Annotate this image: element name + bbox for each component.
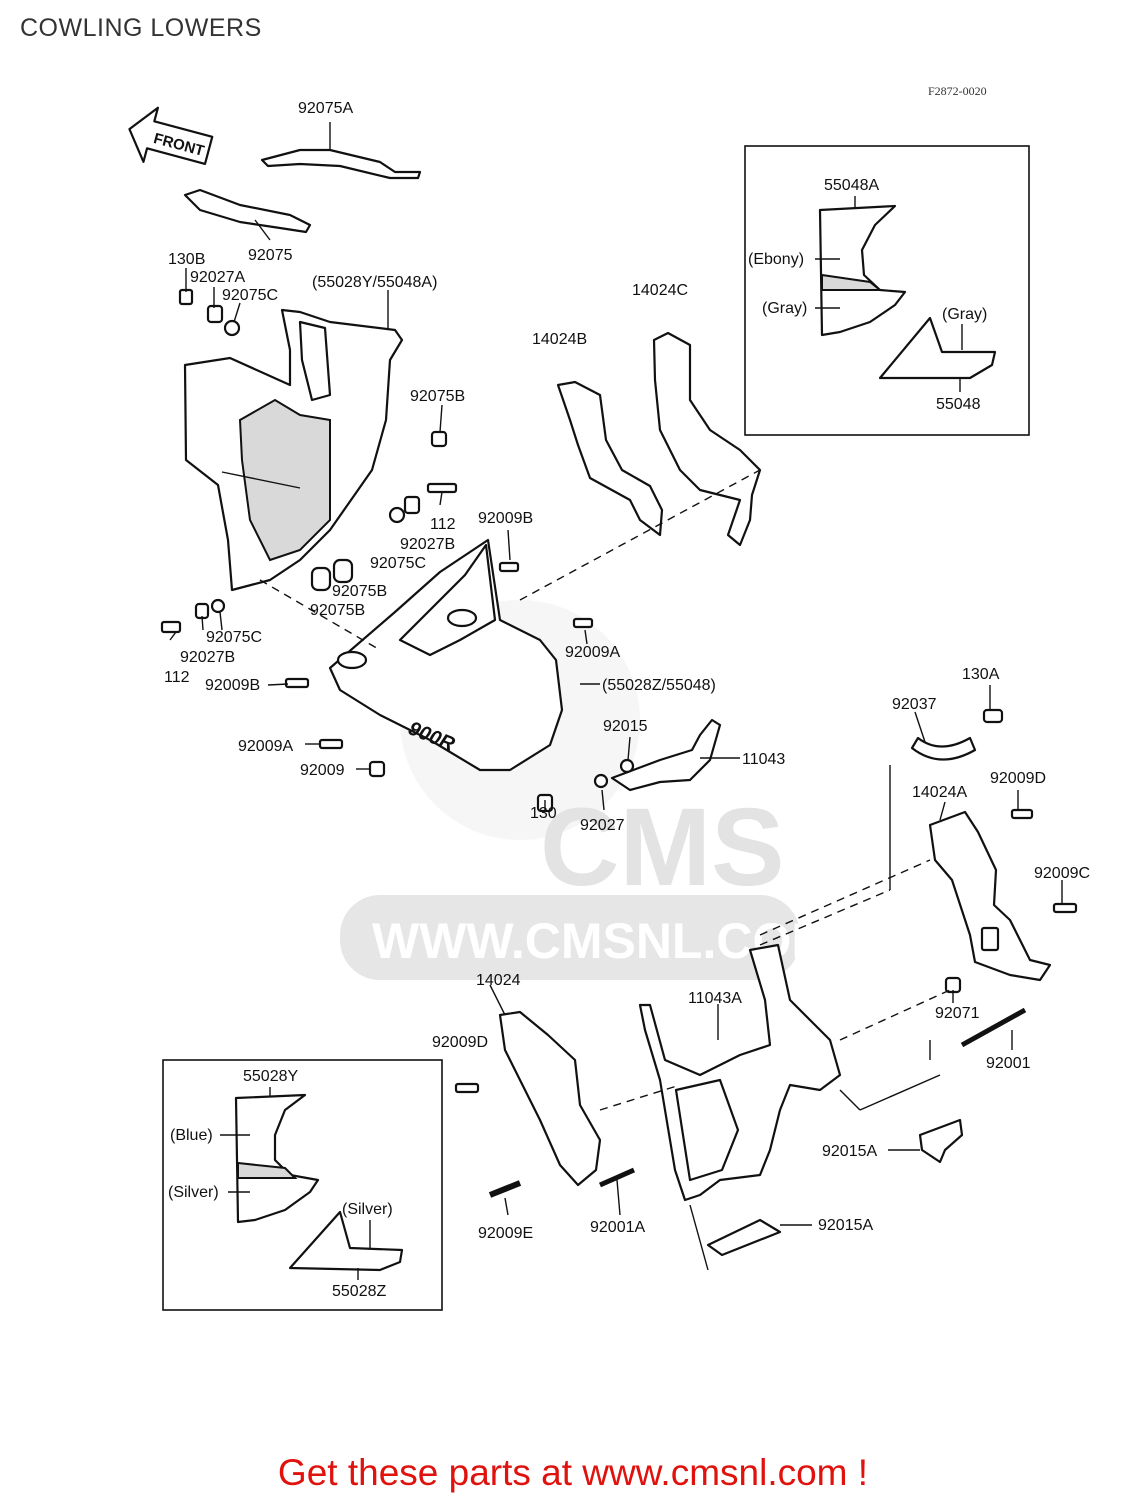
label-92027: 92027 xyxy=(580,817,625,834)
label-92009A-b: 92009A xyxy=(238,738,293,755)
part-92015A-pad-b xyxy=(706,1218,782,1257)
label-92027B-b: 92027B xyxy=(180,649,235,666)
label-92075B-b: 92075B xyxy=(332,583,387,600)
label-14024B: 14024B xyxy=(532,331,587,348)
inset-top-gray-a: (Gray) xyxy=(762,300,807,317)
part-11043A-frame xyxy=(638,943,842,1202)
label-92001: 92001 xyxy=(986,1055,1031,1072)
label-92075C-c: 92075C xyxy=(206,629,262,646)
label-92027A: 92027A xyxy=(190,269,245,286)
part-labels: 92075A 92075 130B 92027A 92075C (55028Y/… xyxy=(164,100,1090,1242)
part-92037-clamp xyxy=(910,736,977,761)
hardware-left-group xyxy=(160,288,458,634)
label-92071: 92071 xyxy=(935,1005,980,1022)
label-92075B-c: 92075B xyxy=(310,602,365,619)
part-14024B-bracket xyxy=(556,380,664,537)
label-92009E: 92009E xyxy=(478,1225,533,1242)
inset-bottom-bottom: 55028Z xyxy=(332,1283,386,1300)
label-92015: 92015 xyxy=(603,718,648,735)
label-92009D-a: 92009D xyxy=(990,770,1046,787)
label-14024: 14024 xyxy=(476,972,521,989)
label-11043: 11043 xyxy=(742,751,785,768)
label-92009B-a: 92009B xyxy=(478,510,533,527)
label-92009A-a: 92009A xyxy=(565,644,620,661)
page-title: COWLING LOWERS xyxy=(20,14,262,42)
inset-bottom-color-variants: 55028Y (Blue) (Silver) (Silver) 55028Z xyxy=(162,1059,443,1311)
label-92037: 92037 xyxy=(892,696,937,713)
label-92009D-b: 92009D xyxy=(432,1034,488,1051)
inset-bottom-silver-a: (Silver) xyxy=(168,1184,219,1201)
footer-cta-link[interactable]: Get these parts at www.cmsnl.com ! xyxy=(277,1452,869,1493)
inset-top-ebony: (Ebony) xyxy=(748,251,804,268)
label-92015A-a: 92015A xyxy=(822,1143,877,1160)
label-92075B-a: 92075B xyxy=(410,388,465,405)
label-130A: 130A xyxy=(962,666,1000,683)
label-11043A: 11043A xyxy=(688,990,742,1007)
watermark-text-main: CMS xyxy=(540,786,784,909)
inset-bottom-blue: (Blue) xyxy=(170,1127,213,1144)
label-92001A: 92001A xyxy=(590,1219,645,1236)
part-14024-bracket xyxy=(498,1010,602,1187)
inset-top-bottom: 55048 xyxy=(936,396,981,413)
label-92075: 92075 xyxy=(248,247,293,264)
label-92027B-a: 92027B xyxy=(400,536,455,553)
label-14024A: 14024A xyxy=(912,784,967,801)
inset-top-title: 55048A xyxy=(824,177,879,194)
label-92009: 92009 xyxy=(300,762,345,779)
part-side-cowling xyxy=(183,308,404,592)
inset-bottom-title: 55028Y xyxy=(243,1068,298,1085)
inset-top-color-variants: 55048A (Ebony) (Gray) (Gray) 55048 xyxy=(744,145,1030,436)
front-arrow: FRONT xyxy=(128,106,214,165)
label-112-b: 112 xyxy=(164,669,190,686)
diagram-code: F2872-0020 xyxy=(928,84,987,98)
label-112-a: 112 xyxy=(430,516,456,533)
part-92075-bracket xyxy=(183,188,312,234)
label-92075C-a: 92075C xyxy=(222,287,278,304)
part-under-cowling: 900R xyxy=(328,538,564,772)
part-14024C-bracket xyxy=(652,331,762,547)
label-130: 130 xyxy=(530,805,557,822)
label-55028Y-55048A: (55028Y/55048A) xyxy=(312,274,437,291)
part-11043-stay xyxy=(610,718,722,792)
label-92075C-b: 92075C xyxy=(370,555,426,572)
label-55028Z-55048: (55028Z/55048) xyxy=(602,677,716,694)
inset-top-gray-b: (Gray) xyxy=(942,306,987,323)
part-92015A-pad-a xyxy=(918,1118,964,1164)
part-92075A-bracket xyxy=(260,148,422,180)
leader-lines xyxy=(169,122,1063,1271)
label-92075A: 92075A xyxy=(298,100,353,117)
label-14024C: 14024C xyxy=(632,282,688,299)
inset-bottom-silver-b: (Silver) xyxy=(342,1201,393,1218)
label-92009C: 92009C xyxy=(1034,865,1090,882)
label-92015A-b: 92015A xyxy=(818,1217,873,1234)
part-14024A-bracket xyxy=(928,810,1052,982)
label-130B: 130B xyxy=(168,251,205,268)
label-92009B-b: 92009B xyxy=(205,677,260,694)
